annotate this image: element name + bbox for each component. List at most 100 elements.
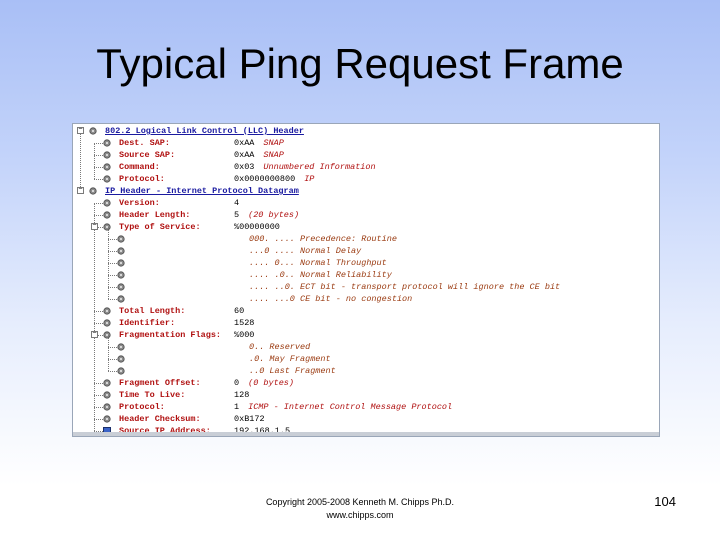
collapse-icon[interactable]: −: [91, 330, 98, 338]
tree-header-row[interactable]: −IP Header - Internet Protocol Datagram: [73, 185, 659, 197]
field-value: %000: [234, 330, 255, 340]
gear-icon: [89, 127, 97, 135]
bit-description: .... ..0. ECT bit - transport protocol w…: [249, 282, 561, 292]
tree-connector-line: [108, 263, 109, 275]
tree-connector-line: [108, 251, 109, 263]
tree-connector-line: [94, 383, 103, 384]
tree-field-row[interactable]: 000. .... Precedence: Routine: [73, 227, 659, 245]
field-value: 0xB172: [234, 414, 265, 424]
tree-field-row[interactable]: .... 0... Normal Throughput: [73, 251, 659, 269]
tree-field-row[interactable]: Identifier: 1528: [73, 317, 659, 329]
tree-connector-line: [108, 251, 117, 252]
field-value: 0x03: [234, 162, 255, 172]
tree-connector-line: [108, 239, 117, 240]
tree-connector-line: [94, 395, 103, 396]
field-value: 5: [234, 210, 240, 220]
gear-icon: [117, 259, 125, 267]
field-label: Version:: [119, 198, 160, 208]
bit-description: ...0 .... Normal Delay: [249, 246, 362, 256]
tree-field-row[interactable]: .0. May Fragment: [73, 347, 659, 365]
bit-description: 000. .... Precedence: Routine: [249, 234, 397, 244]
tree-field-row[interactable]: .... ...0 CE bit - no congestion: [73, 287, 659, 305]
field-label: Fragmentation Flags:: [119, 330, 222, 340]
field-value: 60: [234, 306, 245, 316]
gear-icon: [89, 187, 97, 195]
field-label: Protocol:: [119, 402, 165, 412]
field-description: IP: [304, 174, 315, 184]
tree-field-row[interactable]: Total Length: 60: [73, 305, 659, 317]
gear-icon: [103, 307, 111, 315]
website-text: www.chipps.com: [326, 510, 394, 520]
horizontal-scrollbar[interactable]: [73, 432, 659, 436]
tree-field-row[interactable]: Time To Live:128: [73, 389, 659, 401]
field-description: (20 bytes): [248, 210, 300, 220]
collapse-icon[interactable]: −: [77, 126, 84, 134]
tree-connector-line: [94, 335, 103, 336]
tree-connector-line: [108, 227, 109, 239]
tree-field-row[interactable]: Header Checksum: 0xB172: [73, 413, 659, 425]
tree-field-row[interactable]: .... ..0. ECT bit - transport protocol w…: [73, 275, 659, 293]
bit-description: .... ...0 CE bit - no congestion: [249, 294, 413, 304]
gear-icon: [103, 223, 111, 231]
tree-connector-line: [108, 335, 109, 347]
tree-connector-line: [94, 203, 95, 431]
field-value: 0x0000000800: [234, 174, 296, 184]
copyright-text: Copyright 2005-2008 Kenneth M. Chipps Ph…: [265, 497, 455, 507]
tree-connector-line: [108, 263, 117, 264]
tree-field-row[interactable]: ...0 .... Normal Delay: [73, 239, 659, 257]
bit-description: ..0 Last Fragment: [249, 366, 336, 376]
field-value: 1: [234, 402, 240, 412]
collapse-icon[interactable]: −: [77, 186, 84, 194]
field-value: 0xAA: [234, 150, 255, 160]
packet-decode-pane[interactable]: −802.2 Logical Link Control (LLC) Header…: [72, 123, 660, 437]
gear-icon: [117, 271, 125, 279]
tree-field-row[interactable]: Fragment Offset:0(0 bytes): [73, 377, 659, 389]
gear-icon: [103, 391, 111, 399]
gear-icon: [103, 319, 111, 327]
gear-icon: [103, 199, 111, 207]
tree-field-row[interactable]: Version:4: [73, 197, 659, 209]
bit-description: 0.. Reserved: [249, 342, 311, 352]
tree-connector-line: [108, 275, 109, 287]
gear-icon: [103, 151, 111, 159]
gear-icon: [103, 139, 111, 147]
tree-field-row[interactable]: ..0 Last Fragment: [73, 359, 659, 377]
tree-connector-line: [94, 407, 103, 408]
tree-connector-line: [94, 215, 103, 216]
tree-field-row[interactable]: − Type of Service: %00000000: [73, 221, 659, 233]
field-label: Source SAP:: [119, 150, 176, 160]
tree-connector-line: [108, 287, 109, 299]
field-value: 1528: [234, 318, 255, 328]
tree-field-row[interactable]: 0.. Reserved: [73, 335, 659, 353]
gear-icon: [117, 235, 125, 243]
tree-field-row[interactable]: .... .0.. Normal Reliability: [73, 263, 659, 281]
tree-connector-line: [108, 275, 117, 276]
gear-icon: [117, 295, 125, 303]
field-label: Identifier:: [119, 318, 176, 328]
field-value: 192.168.1.5: [234, 426, 291, 436]
tree-connector-line: [94, 179, 103, 180]
field-label: Type of Service:: [119, 222, 201, 232]
gear-icon: [117, 283, 125, 291]
footer: Copyright 2005-2008 Kenneth M. Chipps Ph…: [200, 496, 520, 522]
field-value: 0: [234, 378, 240, 388]
collapse-icon[interactable]: −: [91, 222, 98, 230]
field-label: Total Length:: [119, 306, 186, 316]
slide-title: Typical Ping Request Frame: [96, 40, 624, 87]
tree-field-row[interactable]: Header Length:5(20 bytes): [73, 209, 659, 221]
tree-field-row[interactable]: − Fragmentation Flags: %000: [73, 329, 659, 341]
gear-icon: [103, 211, 111, 219]
tree-connector-line: [94, 167, 103, 168]
gear-icon: [117, 355, 125, 363]
page-number: 104: [654, 494, 676, 509]
field-value: 128: [234, 390, 250, 400]
field-description: SNAP: [263, 138, 284, 148]
tree-header-row[interactable]: −802.2 Logical Link Control (LLC) Header: [73, 125, 659, 137]
field-value: %00000000: [234, 222, 280, 232]
field-label: Header Checksum:: [119, 414, 201, 424]
